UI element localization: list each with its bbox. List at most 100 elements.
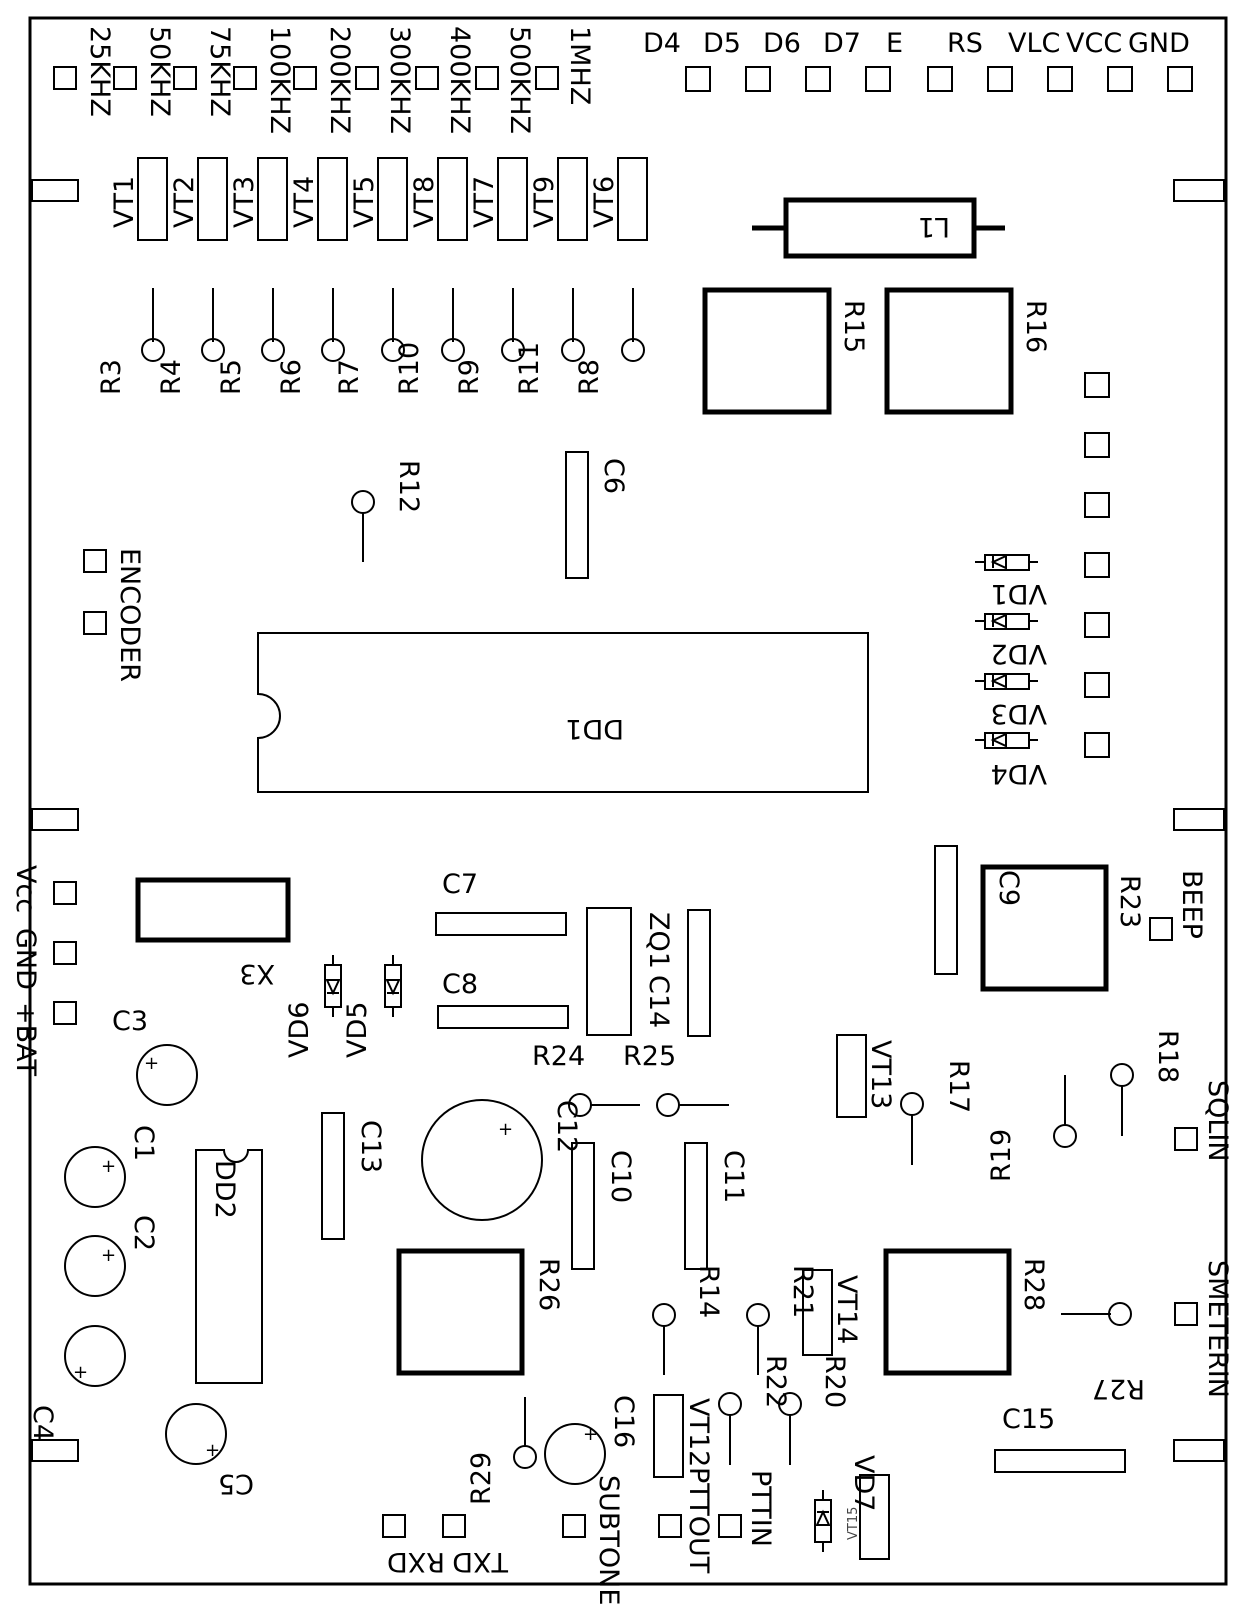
label-vd2: VD2 (991, 638, 1047, 669)
label-e: E (886, 28, 903, 59)
bottom-connector-labels: TXD RXD SUBTONE PTTOUT PTTIN (387, 1467, 776, 1605)
c3-polarity: + (144, 1053, 159, 1074)
capacitor-c3: C3 + (112, 1006, 198, 1106)
label-dd2: DD2 (209, 1160, 240, 1219)
resistor-r20: R20 (778, 1355, 850, 1465)
diode-vd7: VT15 (814, 1490, 861, 1552)
label-c7: C7 (442, 869, 478, 900)
resistor-r14: R14 (652, 1265, 724, 1375)
beep-connector: BEEP (1149, 870, 1207, 941)
label-r25: R25 (623, 1041, 676, 1072)
trimmer-r15: R15 (702, 287, 869, 415)
label-vt7: VT7 (469, 176, 500, 228)
trimmer-r26: R26 (396, 1248, 564, 1376)
label-c2: C2 (128, 1215, 159, 1251)
label-d5: D5 (703, 28, 741, 59)
resistor-r29: R29 (466, 1397, 537, 1505)
label-vt12: VT12 (683, 1398, 714, 1467)
label-r12: R12 (393, 460, 424, 513)
transistor-vt12: VT12 (653, 1394, 714, 1478)
inductor-l1: L1 (752, 197, 1005, 259)
capacitor-c1: + C1 (64, 1125, 159, 1208)
label-r28: R28 (1018, 1258, 1049, 1311)
capacitor-c2: + C2 (64, 1215, 159, 1297)
transistor-vt13: VT13 (836, 1034, 896, 1118)
label-r19: R19 (986, 1129, 1017, 1182)
label-c5: C5 (218, 1468, 254, 1499)
label-vd3: VD3 (991, 698, 1047, 729)
lcd-connector-labels: D4 D5 D6 D7 E RS VLC VCC GND (643, 28, 1190, 59)
resistor-row (141, 288, 645, 362)
label-c9: C9 (993, 870, 1024, 906)
trimmer-r16: R16 (884, 287, 1051, 415)
capacitor-c11: C11 (684, 1142, 749, 1270)
label-vt8: VT8 (409, 176, 440, 228)
capacitor-c16: + C16 (544, 1395, 639, 1485)
label-smeterin: SMETERIN (1202, 1260, 1233, 1398)
label-vt3: VT3 (229, 176, 260, 228)
board-outline (28, 16, 1228, 1586)
label-200khz: 200KHZ (324, 26, 355, 134)
label-pttin: PTTIN (745, 1470, 776, 1547)
label-c16: C16 (608, 1395, 639, 1448)
label-vt15: VT15 (846, 1507, 861, 1540)
resistor-r12: R12 (351, 460, 424, 562)
label-pttout: PTTOUT (683, 1467, 714, 1574)
bottom-connector-pads (382, 1514, 742, 1538)
label-r29: R29 (466, 1452, 497, 1505)
transistor-vt14: VT14 (802, 1269, 862, 1356)
c12-polarity: + (498, 1119, 513, 1140)
capacitor-c14: C14 (643, 909, 711, 1037)
label-c10: C10 (605, 1150, 636, 1203)
label-c8: C8 (442, 969, 478, 1000)
label-beep: BEEP (1176, 870, 1207, 939)
label-c15: C15 (1002, 1404, 1055, 1435)
diode-vd4: VD4 (975, 732, 1047, 789)
capacitor-c9: C9 (934, 845, 1024, 975)
capacitor-c6: C6 (565, 451, 629, 579)
label-r20: R20 (819, 1355, 850, 1408)
right-pad-column (1084, 372, 1110, 758)
label-r8: R8 (574, 359, 605, 395)
label-r6: R6 (276, 359, 307, 395)
label-r17: R17 (943, 1060, 974, 1113)
label-r7: R7 (334, 359, 365, 395)
label-75khz: 75KHZ (204, 26, 235, 117)
resonator-zq1: ZQ1 (586, 907, 674, 1036)
resistor-r17: R17 (900, 1060, 974, 1165)
label-c13: C13 (355, 1120, 386, 1173)
label-vt2: VT2 (169, 176, 200, 228)
ic-dd2: DD2 (195, 1149, 263, 1384)
label-vd1: VD1 (991, 578, 1047, 609)
label-vt1: VT1 (109, 176, 140, 228)
label-100khz: 100KHZ (264, 26, 295, 134)
c2-polarity: + (101, 1245, 116, 1266)
label-gnd-left: GND (10, 928, 41, 990)
sqlin-connector: SQLIN (1174, 1080, 1233, 1162)
diode-vd1: VD1 (975, 554, 1047, 609)
crystal-x3: X3 (135, 877, 291, 989)
label-c14: C14 (643, 975, 674, 1028)
label-c3: C3 (112, 1006, 148, 1037)
label-vd5: VD5 (342, 1002, 373, 1058)
transistor-labels: VT1 VT2 VT3 VT4 VT5 VT8 VT7 VT9 VT6 (109, 176, 620, 228)
label-d4: D4 (643, 28, 681, 59)
resistor-r22: R22 (718, 1355, 791, 1465)
label-rxd: RXD (387, 1546, 445, 1577)
label-c4: C4 (27, 1405, 58, 1441)
label-r24: R24 (532, 1041, 585, 1072)
mounting-slots (31, 179, 1225, 1462)
label-c6: C6 (598, 458, 629, 494)
label-vt9: VT9 (529, 176, 560, 228)
label-r4: R4 (156, 359, 187, 395)
diode-vd5: VD5 (342, 955, 402, 1058)
label-l1: L1 (918, 211, 950, 242)
capacitor-c15: C15 (994, 1404, 1126, 1473)
label-r14: R14 (693, 1265, 724, 1318)
label-vcc-left: Vcc (10, 865, 41, 913)
resistor-r18: R18 (1110, 1030, 1183, 1136)
c1-polarity: + (101, 1156, 116, 1177)
label-d7: D7 (823, 28, 861, 59)
label-c1: C1 (128, 1125, 159, 1161)
